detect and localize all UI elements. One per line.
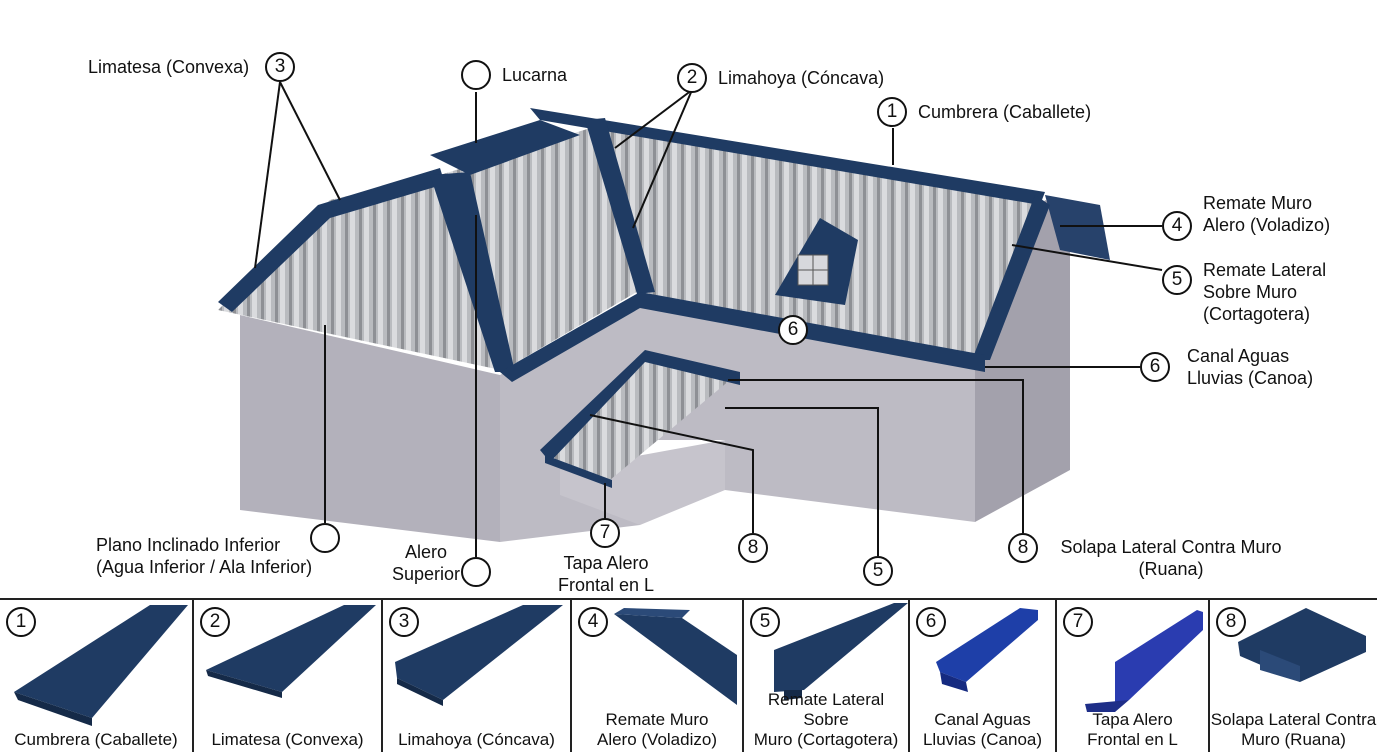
remate-muro-profile-icon xyxy=(614,608,737,705)
product-number: 1 xyxy=(6,607,36,637)
callout-circle-8-mid: 8 xyxy=(738,533,768,563)
label-cumbrera: Cumbrera (Caballete) xyxy=(918,102,1092,122)
callout-circle-5-mid: 5 xyxy=(863,556,893,586)
label-canal-line2: Lluvias (Canoa) xyxy=(1187,368,1314,388)
label-remate-lateral-line1: Remate Lateral xyxy=(1203,260,1327,280)
label-alero-superior: Alero Superior xyxy=(392,541,460,585)
house-illustration xyxy=(218,81,1163,557)
label-canal: Canal Aguas Lluvias (Canoa) xyxy=(1187,345,1313,389)
callout-circle-6: 6 xyxy=(1140,352,1170,382)
callout-circle-2: 2 xyxy=(677,63,707,93)
label-limahoya: Limahoya (Cóncava) xyxy=(718,68,885,88)
left-hip-trim xyxy=(218,168,445,312)
label-plano-line1: Plano Inclinado Inferior xyxy=(96,535,281,555)
label-solapa: Solapa Lateral Contra Muro (Ruana) xyxy=(1060,536,1281,580)
left-wall xyxy=(240,315,500,542)
annex-roof xyxy=(545,360,730,480)
callout-circle-6-roof: 6 xyxy=(778,315,808,345)
label-remate-lateral-line3: (Cortagotera) xyxy=(1203,304,1311,324)
label-remate-muro-line1: Remate Muro xyxy=(1203,193,1313,213)
product-caption: Limahoya (Cóncava) xyxy=(398,730,555,749)
product-number: 8 xyxy=(1216,607,1246,637)
label-lucarna: Lucarna xyxy=(502,65,568,85)
annex-front-trim xyxy=(545,455,612,488)
remate-muro-trim xyxy=(1045,195,1110,260)
product-panel: 1 Cumbrera (Caballete) 2 Limatesa (Conve… xyxy=(0,598,1377,752)
left-roof-plane xyxy=(218,175,510,372)
callout-circle-3: 3 xyxy=(265,52,295,82)
label-remate-lateral: Remate Lateral Sobre Muro (Cortagotera) xyxy=(1203,259,1326,325)
valley-trim xyxy=(585,118,655,294)
label-tapa-alero-line1: Tapa Alero xyxy=(563,553,649,573)
label-remate-muro: Remate Muro Alero (Voladizo) xyxy=(1203,192,1330,236)
callout-circle-1: 1 xyxy=(877,97,907,127)
label-solapa-line2: (Ruana) xyxy=(1138,559,1204,579)
product-number: 3 xyxy=(389,607,419,637)
product-caption: Limatesa (Convexa) xyxy=(211,730,364,749)
lucarna-box xyxy=(430,120,580,175)
label-plano: Plano Inclinado Inferior (Agua Inferior … xyxy=(96,534,312,578)
product-number: 5 xyxy=(750,607,780,637)
label-remate-muro-line2: Alero (Voladizo) xyxy=(1203,215,1331,235)
product-caption: Cumbrera (Caballete) xyxy=(14,730,178,749)
callout-circle-5: 5 xyxy=(1162,265,1192,295)
product-2: 2 Limatesa (Convexa) xyxy=(194,600,383,752)
product-1: 1 Cumbrera (Caballete) xyxy=(0,600,194,752)
callout-circle-lucarna xyxy=(461,60,491,90)
label-solapa-line1: Solapa Lateral Contra Muro xyxy=(1060,537,1282,557)
label-limatesa: Limatesa (Convexa) xyxy=(88,57,250,77)
leader-lines xyxy=(254,81,1163,557)
product-number: 4 xyxy=(578,607,608,637)
label-canal-line1: Canal Aguas xyxy=(1187,346,1290,366)
label-tapa-alero-line2: Frontal en L xyxy=(557,575,655,595)
cumbrera-trim xyxy=(530,108,1045,205)
cumbrera-profile-icon xyxy=(14,605,188,726)
annex-wall xyxy=(560,440,725,525)
limatesa-profile-icon xyxy=(206,605,376,698)
label-plano-line2: (Agua Inferior / Ala Inferior) xyxy=(96,557,313,577)
callout-circle-8: 8 xyxy=(1008,533,1038,563)
label-alero-line2: Superior xyxy=(392,564,461,584)
tapa-alero-profile-icon xyxy=(1085,610,1203,712)
product-number: 2 xyxy=(200,607,230,637)
canal-profile-icon xyxy=(936,608,1038,692)
limahoya-profile-icon xyxy=(395,605,563,706)
center-hip-trim xyxy=(430,172,515,372)
callout-circle-alero xyxy=(461,557,491,587)
callout-circle-plano xyxy=(310,523,340,553)
right-wall xyxy=(975,200,1070,522)
canal-trim xyxy=(500,292,985,382)
label-alero-line1: Alero xyxy=(405,542,448,562)
right-side-trim xyxy=(972,195,1050,360)
remate-lateral-profile-icon xyxy=(774,603,908,700)
callout-circle-4: 4 xyxy=(1162,211,1192,241)
label-remate-lateral-line2: Sobre Muro xyxy=(1203,282,1298,302)
product-number: 6 xyxy=(916,607,946,637)
product-3: 3 Limahoya (Cóncava) xyxy=(383,600,572,752)
label-tapa-alero: Tapa Alero Frontal en L xyxy=(558,552,654,596)
product-number: 7 xyxy=(1063,607,1093,637)
roof-diagram: 3 Limatesa (Convexa) Lucarna 2 Limahoya … xyxy=(88,52,1330,596)
annex-trim xyxy=(540,350,740,462)
solapa-profile-icon xyxy=(1238,608,1366,682)
callout-circle-7: 7 xyxy=(590,518,620,548)
